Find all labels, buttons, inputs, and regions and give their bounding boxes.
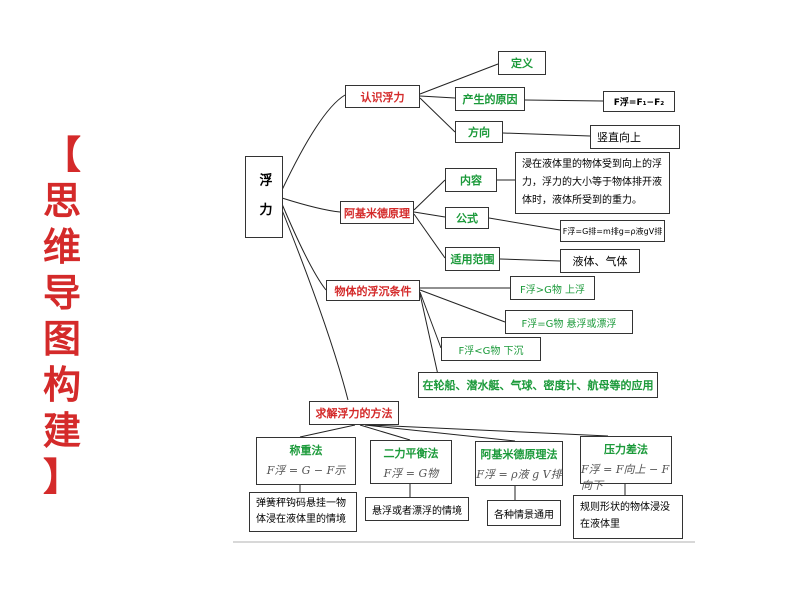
connector-line [419, 289, 506, 323]
node-applications: 在轮船、潜水艇、气球、密度计、航母等的应用 [418, 372, 658, 398]
usage-text: 悬浮或者漂浮的情境 [372, 505, 462, 517]
bottom-divider [233, 541, 695, 543]
node-direction-value: 竖直向上 [590, 125, 680, 149]
usage-text: 规则形状的物体浸没在液体里 [580, 502, 670, 530]
node-formula-value: F浮=G排=m排g=ρ液gV排 [560, 220, 665, 242]
connector-line [281, 94, 346, 191]
applications-text: 在轮船、潜水艇、气球、密度计、航母等的应用 [422, 379, 654, 392]
node-content-text: 浸在液体里的物体受到向上的浮力，浮力的大小等于物体排开液体时，液体所受到的重力。 [515, 152, 670, 214]
connector-line [502, 132, 591, 137]
branch-label: 物体的浮沉条件 [334, 284, 412, 298]
connector-line [359, 424, 411, 441]
usage-text: 各种情景通用 [494, 509, 554, 521]
title-char: 思 [42, 179, 81, 223]
title-char: 】 [42, 455, 81, 499]
node-label: 定义 [511, 57, 533, 70]
branch-methods: 求解浮力的方法 [309, 401, 399, 425]
branch-label: 认识浮力 [360, 90, 405, 104]
node-formula: 公式 [445, 207, 489, 229]
content-paragraph: 浸在液体里的物体受到向上的浮力，浮力的大小等于物体排开液体时，液体所受到的重力。 [522, 159, 662, 206]
usage-equilibrium: 悬浮或者漂浮的情境 [365, 497, 469, 521]
condition-text: F浮<G物 下沉 [458, 345, 524, 357]
connector-line [488, 217, 561, 231]
method-equilibrium: 二力平衡法 F浮 = G物 [370, 440, 452, 484]
connector-line [419, 291, 442, 349]
method-label: 阿基米德原理法 [480, 448, 558, 461]
connector-line [413, 179, 446, 211]
root-node: 浮 力 [245, 156, 283, 238]
branch-archimedes: 阿基米德原理 [340, 201, 414, 224]
connector-line [281, 203, 327, 291]
node-label: 适用范围 [450, 253, 495, 266]
connector-line [413, 213, 446, 259]
method-archimedes: 阿基米德原理法 F浮 = ρ液 g V排 [475, 441, 563, 486]
usage-archimedes: 各种情景通用 [487, 500, 561, 526]
branch-recognize: 认识浮力 [345, 85, 420, 108]
node-label: 公式 [456, 212, 478, 225]
connector-line [419, 97, 456, 133]
connector-line [499, 258, 561, 262]
method-label: 称重法 [289, 444, 323, 457]
connector-line [524, 99, 604, 102]
connector-line [419, 95, 456, 99]
node-sink: F浮<G物 下沉 [441, 337, 541, 361]
method-label: 压力差法 [604, 443, 648, 456]
connector-line [364, 424, 516, 442]
formula-text: F浮=G排=m排g=ρ液gV排 [562, 226, 663, 236]
formula-text: F浮=F₁−F₂ [613, 98, 665, 108]
node-definition: 定义 [498, 51, 546, 75]
value-text: 液体、气体 [572, 255, 628, 268]
method-weighing: 称重法 F浮 = G − F示 [256, 437, 356, 485]
connector-line [419, 293, 441, 385]
node-rise: F浮>G物 上浮 [510, 276, 595, 300]
root-label: 浮 力 [256, 172, 272, 222]
title-char: 【 [42, 133, 81, 177]
node-scope: 适用范围 [445, 247, 500, 271]
method-formula: F浮 = G − F示 [266, 464, 346, 477]
title-char: 图 [42, 317, 81, 361]
node-content: 内容 [445, 168, 497, 192]
connector-line [299, 424, 356, 438]
node-suspend: F浮=G物 悬浮或漂浮 [505, 310, 633, 334]
method-formula: F浮 = F向上 − F向下 [581, 463, 670, 492]
title-char: 构 [42, 363, 81, 407]
connector-line [281, 197, 341, 213]
connector-line [281, 209, 349, 401]
node-scope-value: 液体、气体 [560, 249, 640, 273]
method-pressure: 压力差法 F浮 = F向上 − F向下 [580, 436, 672, 492]
method-label: 二力平衡法 [383, 447, 439, 460]
node-label: 内容 [460, 174, 482, 187]
usage-text: 弹簧秤钩码悬挂一物体浸在液体里的情境 [256, 498, 346, 525]
branch-label: 阿基米德原理 [344, 206, 410, 220]
condition-text: F浮>G物 上浮 [519, 284, 586, 296]
method-formula: F浮 = G物 [383, 467, 439, 480]
node-label: 方向 [468, 126, 490, 139]
node-cause: 产生的原因 [455, 87, 525, 111]
title-char: 建 [42, 409, 81, 453]
connector-line [413, 211, 446, 218]
method-formula: F浮 = ρ液 g V排 [476, 468, 562, 481]
node-label: 产生的原因 [462, 93, 518, 106]
value-text: 竖直向上 [597, 131, 641, 144]
vertical-title: 【 思 维 导 图 构 建 】 [40, 132, 84, 500]
branch-sink-float: 物体的浮沉条件 [326, 280, 420, 301]
node-cause-formula: F浮=F₁−F₂ [603, 91, 675, 112]
usage-weighing: 弹簧秤钩码悬挂一物体浸在液体里的情境 [249, 492, 357, 532]
title-char: 维 [42, 225, 81, 269]
connector-line [419, 63, 499, 95]
title-char: 导 [42, 271, 81, 315]
condition-text: F浮=G物 悬浮或漂浮 [521, 318, 617, 330]
node-direction: 方向 [455, 121, 503, 143]
connector-line [369, 424, 609, 437]
branch-label: 求解浮力的方法 [315, 407, 393, 420]
usage-pressure: 规则形状的物体浸没在液体里 [573, 495, 683, 539]
